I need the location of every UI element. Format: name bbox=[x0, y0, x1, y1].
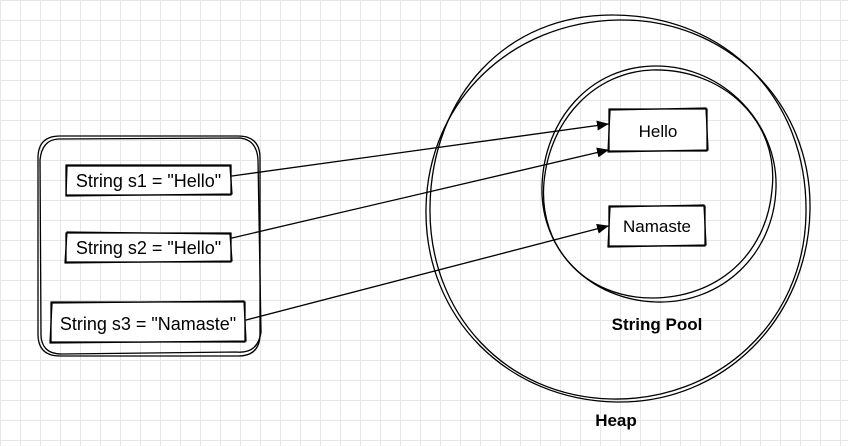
literal-namaste: Namaste bbox=[607, 204, 707, 248]
stack-frame bbox=[37, 135, 262, 357]
literal-namaste-label: Namaste bbox=[623, 217, 691, 236]
literal-hello: Hello bbox=[607, 107, 709, 153]
variable-s2: String s2 = "Hello" bbox=[64, 231, 233, 264]
variable-s2-label: String s2 = "Hello" bbox=[76, 238, 221, 258]
variable-s3: String s3 = "Namaste" bbox=[49, 300, 247, 344]
string-pool-region bbox=[541, 65, 777, 303]
arrow-s1-to-hello bbox=[231, 120, 609, 177]
variable-s3-label: String s3 = "Namaste" bbox=[60, 314, 236, 334]
heap-region bbox=[425, 14, 811, 403]
string-pool-label: String Pool bbox=[612, 315, 703, 334]
arrow-s3-to-namaste bbox=[245, 223, 609, 321]
arrow-s2-to-hello bbox=[231, 147, 609, 239]
heap-label: Heap bbox=[595, 411, 637, 430]
reference-arrows bbox=[231, 120, 609, 321]
variable-s1-label: String s1 = "Hello" bbox=[76, 171, 221, 191]
literal-hello-label: Hello bbox=[639, 122, 678, 141]
variable-s1: String s1 = "Hello" bbox=[65, 164, 233, 197]
